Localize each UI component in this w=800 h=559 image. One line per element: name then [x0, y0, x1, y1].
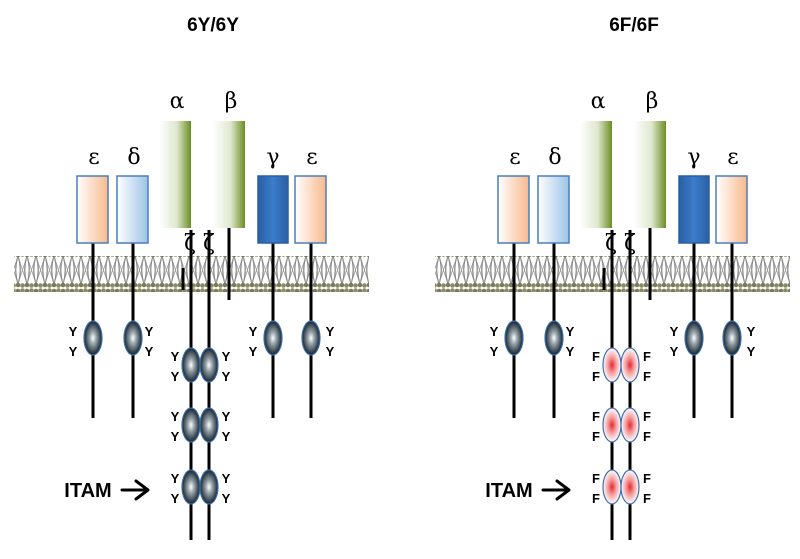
residue-label: Y: [171, 471, 180, 486]
label-gamma: γ: [266, 145, 279, 170]
label-delta: δ: [548, 145, 561, 170]
itam-epsilon-left: [504, 320, 524, 356]
beta-subunit: [634, 121, 666, 228]
itam-gamma: [263, 320, 283, 356]
itam-delta: [123, 320, 143, 356]
residue-label: F: [592, 369, 600, 384]
gamma-subunit: [257, 175, 289, 244]
delta-subunit: [116, 175, 149, 244]
residue-label-Y: Y: [326, 344, 335, 359]
residue-label: Y: [222, 409, 231, 424]
residue-label: F: [592, 409, 600, 424]
residue-label: F: [643, 429, 651, 444]
label-alpha: α: [170, 89, 185, 114]
residue-label-Y: Y: [69, 324, 78, 339]
residue-label: Y: [222, 491, 231, 506]
residue-label: F: [643, 491, 651, 506]
label-gamma: γ: [687, 145, 700, 170]
residue-label-Y: Y: [670, 344, 679, 359]
itam-arrow: [541, 479, 571, 501]
label-epsilon-right: ε: [306, 145, 317, 170]
label-delta: δ: [127, 145, 140, 170]
itam-epsilon-right: [722, 320, 742, 356]
label-zeta-right: ζ: [624, 231, 636, 256]
alpha-subunit: [159, 121, 191, 228]
residue-label-Y: Y: [249, 324, 258, 339]
delta-subunit: [537, 175, 570, 244]
itam-zeta-left-3: [181, 469, 201, 505]
itam-delta: [544, 320, 564, 356]
alpha-subunit: [580, 121, 612, 228]
beta-subunit: [213, 121, 245, 228]
itam-zeta-left-2: [181, 407, 201, 443]
residue-label: Y: [171, 491, 180, 506]
epsilon-subunit-right: [715, 175, 748, 244]
itam-zeta-left-1: [602, 347, 622, 383]
residue-label: F: [643, 369, 651, 384]
residue-label: F: [592, 429, 600, 444]
label-epsilon-right: ε: [727, 145, 738, 170]
itam-zeta-right-3: [199, 469, 219, 505]
itam-epsilon-left: [83, 320, 103, 356]
residue-label: Y: [171, 349, 180, 364]
itam-label: ITAM: [485, 480, 532, 502]
residue-label-Y: Y: [145, 324, 154, 339]
residue-label-Y: Y: [747, 344, 756, 359]
label-zeta-right: ζ: [203, 231, 215, 256]
residue-label: F: [592, 491, 600, 506]
itam-epsilon-right: [301, 320, 321, 356]
residue-label-Y: Y: [490, 344, 499, 359]
residue-label-Y: Y: [670, 324, 679, 339]
panel-title: 6F/6F: [609, 15, 659, 36]
residue-label: F: [643, 349, 651, 364]
residue-label: F: [592, 349, 600, 364]
residue-label-Y: Y: [566, 344, 575, 359]
residue-label: F: [643, 471, 651, 486]
itam-zeta-right-1: [620, 347, 640, 383]
residue-label-Y: Y: [747, 324, 756, 339]
label-alpha: α: [591, 89, 606, 114]
itam-zeta-right-2: [620, 407, 640, 443]
residue-label: F: [592, 471, 600, 486]
residue-label: Y: [222, 349, 231, 364]
itam-zeta-left-3: [602, 469, 622, 505]
label-epsilon-left: ε: [88, 145, 99, 170]
epsilon-subunit-left: [497, 175, 530, 244]
itam-zeta-right-1: [199, 347, 219, 383]
label-beta: β: [225, 89, 238, 114]
residue-label-Y: Y: [69, 344, 78, 359]
itam-zeta-right-2: [199, 407, 219, 443]
residue-label: Y: [171, 429, 180, 444]
epsilon-subunit-right: [294, 175, 327, 244]
itam-zeta-right-3: [620, 469, 640, 505]
label-epsilon-left: ε: [509, 145, 520, 170]
residue-label: F: [643, 409, 651, 424]
itam-zeta-left-2: [602, 407, 622, 443]
residue-label-Y: Y: [249, 344, 258, 359]
residue-label-Y: Y: [566, 324, 575, 339]
residue-label: Y: [171, 369, 180, 384]
label-zeta-left: ζ: [184, 231, 196, 256]
itam-zeta-left-1: [181, 347, 201, 383]
residue-label: Y: [222, 369, 231, 384]
residue-label: Y: [222, 471, 231, 486]
residue-label-Y: Y: [490, 324, 499, 339]
gamma-subunit: [678, 175, 710, 244]
itam-label: ITAM: [64, 480, 111, 502]
residue-label-Y: Y: [326, 324, 335, 339]
residue-label: Y: [222, 429, 231, 444]
label-zeta-left: ζ: [605, 231, 617, 256]
itam-arrow: [120, 479, 150, 501]
itam-gamma: [684, 320, 704, 356]
residue-label-Y: Y: [145, 344, 154, 359]
epsilon-subunit-left: [76, 175, 109, 244]
residue-label: Y: [171, 409, 180, 424]
panel-title: 6Y/6Y: [187, 15, 239, 36]
label-beta: β: [646, 89, 659, 114]
